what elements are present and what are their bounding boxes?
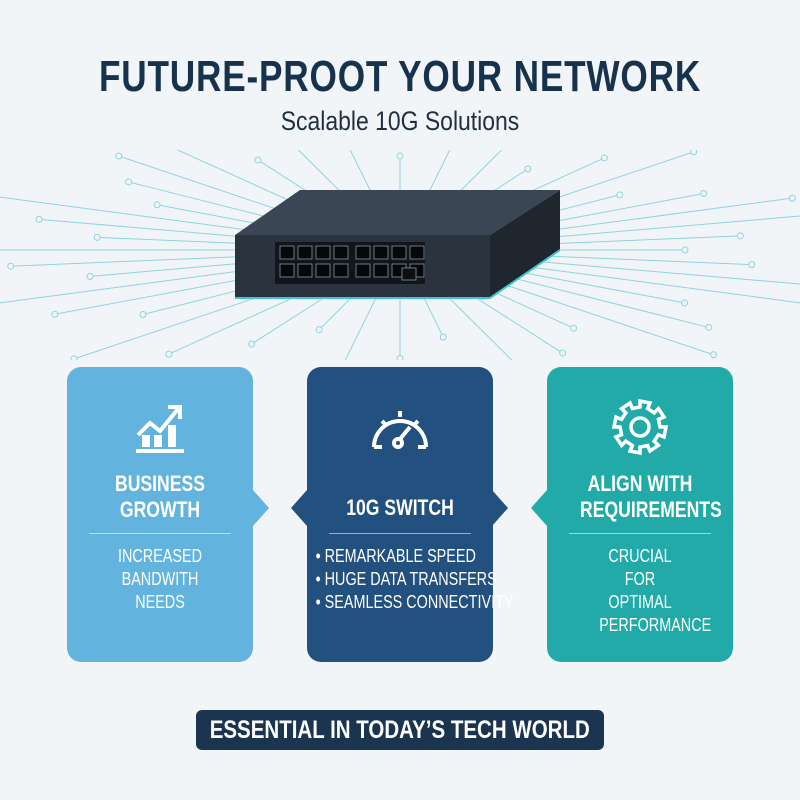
network-node <box>139 310 147 318</box>
panel-body: CRUCIAL FOR OPTIMAL PERFORMANCE <box>599 546 712 635</box>
network-node <box>524 165 532 173</box>
network-line <box>517 271 685 304</box>
network-node <box>315 326 323 334</box>
ethernet-port <box>297 245 313 260</box>
network-line <box>527 266 800 304</box>
ethernet-port <box>279 263 295 278</box>
speedometer-icon <box>307 397 493 457</box>
ethernet-port <box>373 263 389 278</box>
network-node <box>396 152 404 160</box>
network-line <box>97 236 262 245</box>
network-node <box>570 324 578 332</box>
network-node <box>165 350 173 358</box>
network-node <box>35 215 43 223</box>
network-node <box>600 154 608 162</box>
panel-title: BUSINESS GROWTH <box>115 471 205 522</box>
network-node <box>254 156 262 164</box>
arrow-notch <box>253 490 269 526</box>
gear-icon <box>547 397 733 457</box>
ethernet-port <box>297 263 313 278</box>
ethernet-port <box>391 245 407 260</box>
panel-body: INCREASED BANDWITH NEEDS <box>117 546 203 612</box>
divider <box>569 533 711 534</box>
network-node <box>93 233 101 241</box>
network-line <box>534 215 800 240</box>
network-node <box>248 340 256 348</box>
network-line <box>0 196 273 234</box>
ethernet-port <box>333 245 349 260</box>
network-line <box>505 275 709 328</box>
network-switch <box>235 190 561 299</box>
network-node <box>115 152 123 160</box>
network-line <box>0 266 273 304</box>
network-line <box>439 288 513 360</box>
arrow-notch <box>531 490 547 526</box>
arrow-notch <box>492 490 508 526</box>
network-line <box>527 197 793 234</box>
network-node <box>396 354 404 360</box>
network-node <box>748 261 756 269</box>
network-line <box>38 218 266 240</box>
divider <box>329 533 471 534</box>
footer-banner: ESSENTIAL IN TODAY’S TECH WORLD <box>196 710 604 750</box>
network-node <box>681 246 689 254</box>
panel-10g-switch: 10G SWITCH REMARKABLE SPEED HUGE DATA TR… <box>307 367 514 662</box>
network-node <box>559 349 567 357</box>
ethernet-port <box>333 263 349 278</box>
banner-text: ESSENTIAL IN TODAY’S TECH WORLD <box>209 715 591 744</box>
network-node <box>439 333 447 341</box>
network-node <box>710 351 718 359</box>
panel-align-requirements: ALIGN WITH REQUIREMENTS CRUCIAL FOR OPTI… <box>547 367 733 662</box>
panel-business-growth: BUSINESS GROWTH INCREASED BANDWITH NEEDS <box>67 367 253 662</box>
network-node <box>736 232 744 240</box>
network-node <box>700 190 708 198</box>
network-line <box>344 289 381 360</box>
arrow-notch <box>291 490 307 526</box>
ethernet-port <box>409 245 425 260</box>
divider <box>89 533 231 534</box>
network-node <box>70 355 78 360</box>
ethernet-port <box>279 245 295 260</box>
network-node <box>788 194 796 202</box>
bullet-item: REMARKABLE SPEED <box>316 545 514 568</box>
ethernet-port <box>355 245 371 260</box>
network-line <box>10 255 262 267</box>
growth-chart-icon <box>67 397 253 457</box>
network-node <box>681 299 689 307</box>
network-node <box>51 310 59 318</box>
ethernet-port <box>315 245 331 260</box>
network-line <box>491 279 714 356</box>
bullet-item: HUGE DATA TRANSFERS <box>316 568 514 591</box>
network-line <box>538 255 752 266</box>
network-node <box>690 150 698 156</box>
ethernet-port <box>315 263 331 278</box>
ethernet-port <box>373 245 389 260</box>
panel-body: REMARKABLE SPEED HUGE DATA TRANSFERS SEA… <box>316 545 514 614</box>
network-node <box>125 178 133 186</box>
network-node <box>153 201 161 209</box>
network-switch-illustration <box>0 150 800 360</box>
panel-title: 10G SWITCH <box>346 495 454 520</box>
page-title: FUTURE-PROOT YOUR NETWORK <box>98 52 702 101</box>
network-node <box>86 272 94 280</box>
ethernet-port <box>355 263 371 278</box>
network-node <box>616 191 624 199</box>
network-node <box>7 262 15 270</box>
network-line <box>534 260 800 285</box>
page-subtitle: Scalable 10G Solutions <box>280 106 520 136</box>
network-lines <box>0 150 800 360</box>
network-node <box>705 323 713 331</box>
network-line <box>538 235 741 245</box>
bullet-item: SEAMLESS CONNECTIVITY <box>316 591 514 614</box>
panel-title: ALIGN WITH REQUIREMENTS <box>580 471 722 522</box>
